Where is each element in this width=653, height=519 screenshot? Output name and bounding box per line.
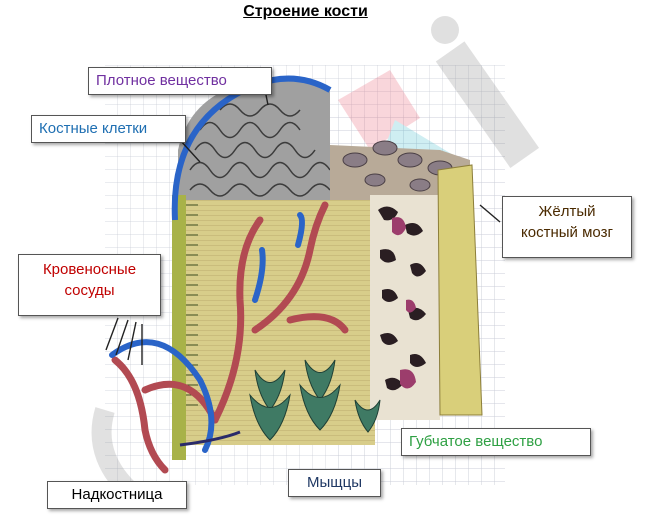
compact-substance-text: Плотное вещество [96, 72, 227, 89]
periosteum-text: Надкостница [71, 486, 163, 503]
blood-vessels-blue [109, 212, 306, 453]
spongy-substance-text: Губчатое вещество [409, 433, 543, 450]
muscles-drawing [249, 359, 381, 441]
blood-vessels-line1: Кровеносные [42, 261, 137, 278]
label-yellow-marrow: Жёлтый костный мозг [502, 196, 632, 258]
bone-cells-text: Костные клетки [39, 120, 148, 137]
blood-vessels-red [111, 201, 349, 474]
label-blood-vessels: Кровеносные сосуды [18, 254, 161, 316]
label-muscles: Мыщцы [288, 469, 381, 497]
blood-vessels-line2: сосуды [64, 282, 115, 299]
label-spongy-substance: Губчатое вещество [401, 428, 591, 456]
muscles-text: Мыщцы [307, 474, 362, 491]
periosteum-bottom [179, 430, 241, 447]
label-compact-substance: Плотное вещество [88, 67, 272, 95]
yellow-marrow-line1: Жёлтый [538, 203, 596, 220]
label-periosteum: Надкостница [47, 481, 187, 509]
bone-head-texture [189, 103, 331, 197]
periosteum-strip [172, 195, 186, 460]
yellow-marrow-line2: костный мозг [521, 224, 613, 241]
right-wall [437, 164, 483, 416]
spongy-pores [378, 206, 426, 391]
diagram-title: Строение кости [243, 3, 368, 20]
label-bone-cells: Костные клетки [31, 115, 186, 143]
marrow-blobs [392, 217, 416, 389]
